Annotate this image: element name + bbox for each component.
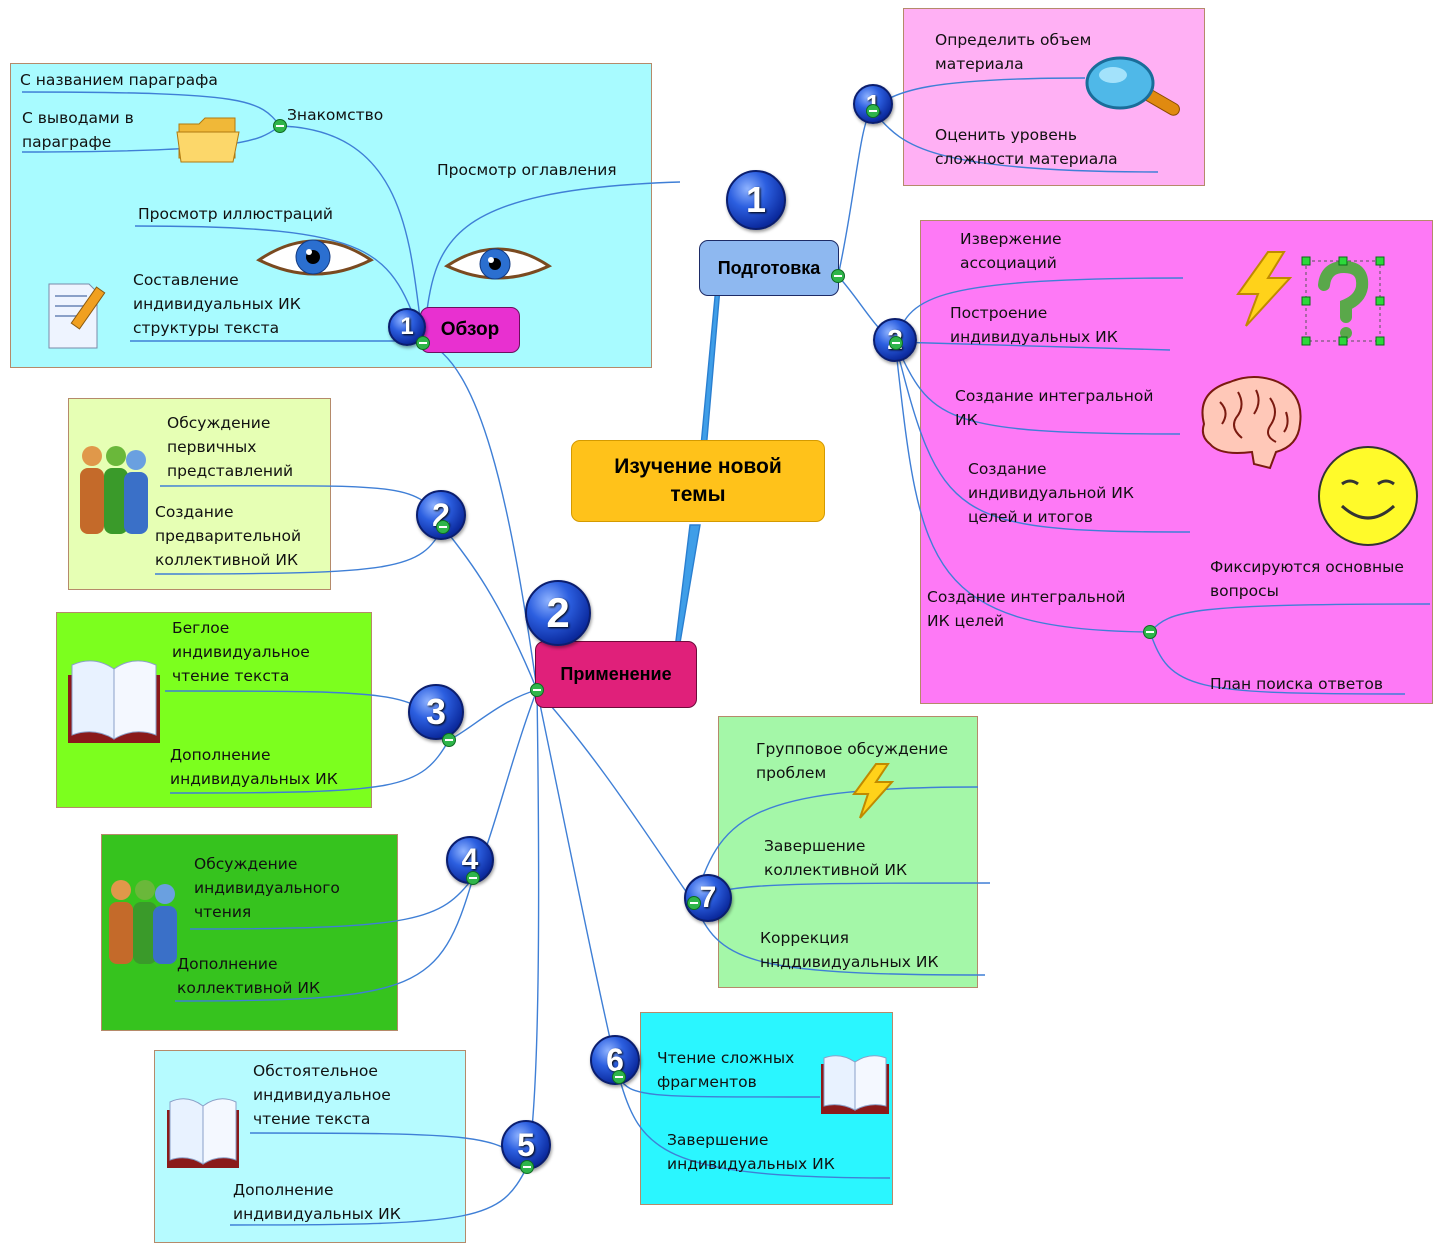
book-icon bbox=[167, 1098, 239, 1168]
apply-label: Применение bbox=[560, 664, 672, 684]
people-icon bbox=[109, 880, 177, 964]
magnifier-icon bbox=[1085, 56, 1180, 116]
folder-icon bbox=[176, 117, 240, 163]
region-obzor bbox=[10, 63, 652, 368]
toggle-apply-2[interactable] bbox=[436, 520, 450, 534]
smiley-icon bbox=[1318, 446, 1418, 546]
prep-label: Подготовка bbox=[717, 257, 821, 278]
toggle-obzor[interactable] bbox=[416, 336, 430, 350]
obzor-node[interactable]: Обзор bbox=[420, 307, 520, 353]
document-edit-icon bbox=[48, 283, 106, 349]
brain-icon bbox=[1201, 376, 1302, 470]
book-icon bbox=[68, 660, 160, 743]
topic-znakomstvo[interactable]: Знакомство bbox=[287, 106, 384, 124]
apply-badge: 2 bbox=[525, 580, 591, 646]
toggle-prep[interactable] bbox=[831, 269, 845, 283]
root-node[interactable]: Изучение новой темы bbox=[571, 440, 825, 522]
apply-group-6-badge: 6 bbox=[590, 1035, 640, 1085]
lightning-icon bbox=[1236, 251, 1293, 327]
people-icon bbox=[80, 446, 148, 534]
toggle-apply-7[interactable] bbox=[687, 896, 701, 910]
eye-icon bbox=[256, 239, 374, 276]
root-label-line1: Изучение новой bbox=[614, 455, 782, 478]
obzor-label: Обзор bbox=[440, 319, 500, 340]
book-icon bbox=[821, 1055, 889, 1114]
eye-icon bbox=[443, 247, 553, 280]
toggle-apply-4[interactable] bbox=[466, 871, 480, 885]
question-icon bbox=[1301, 256, 1385, 346]
apply-group-3-badge: 3 bbox=[408, 684, 464, 740]
root-label-line2: темы bbox=[670, 483, 726, 506]
toggle-apply-6[interactable] bbox=[612, 1070, 626, 1084]
toggle-apply-5[interactable] bbox=[520, 1160, 534, 1174]
toggle-prep-2[interactable] bbox=[889, 336, 903, 350]
toggle-apply-3[interactable] bbox=[442, 733, 456, 747]
topic-search-plan[interactable]: План поиска ответов bbox=[1210, 675, 1383, 693]
toggle-prep-1[interactable] bbox=[866, 104, 880, 118]
topic-paragraph-title[interactable]: С названием параграфа bbox=[20, 71, 218, 89]
topic-contents[interactable]: Просмотр оглавления bbox=[437, 161, 617, 179]
apply-group-2-badge: 2 bbox=[416, 490, 466, 540]
region-apply-7 bbox=[718, 716, 978, 988]
lightning-icon bbox=[852, 763, 895, 819]
toggle-apply[interactable] bbox=[530, 683, 544, 697]
toggle-prep-2-sub[interactable] bbox=[1143, 625, 1157, 639]
prep-node[interactable]: Подготовка bbox=[699, 240, 839, 296]
topic-illustrations[interactable]: Просмотр иллюстраций bbox=[138, 205, 333, 223]
prep-badge: 1 bbox=[726, 170, 786, 230]
apply-node[interactable]: Применение bbox=[535, 641, 697, 708]
toggle-znakomstvo[interactable] bbox=[273, 119, 287, 133]
